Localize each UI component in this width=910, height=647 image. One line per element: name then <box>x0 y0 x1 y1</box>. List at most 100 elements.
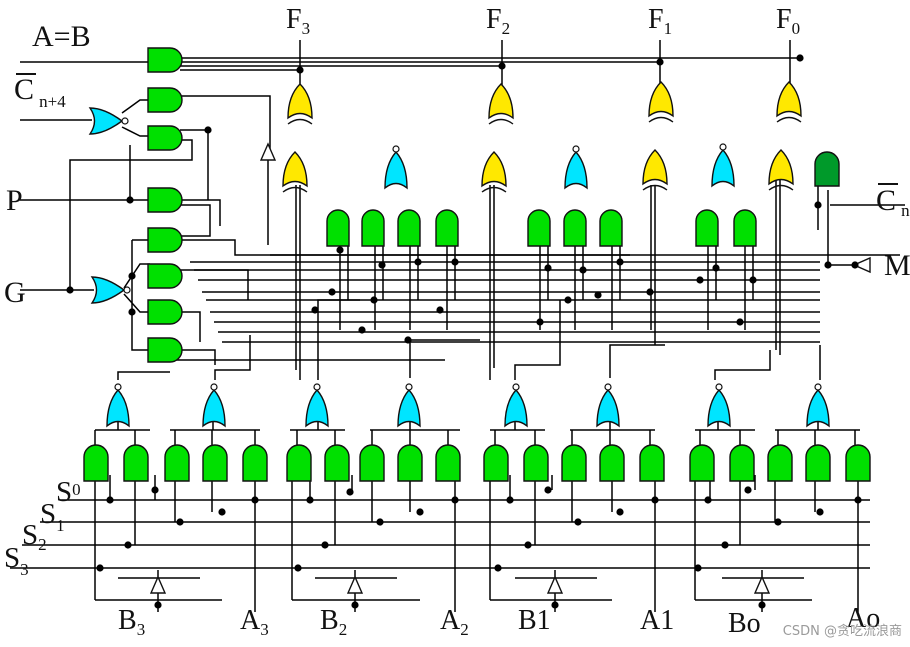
xor-arc <box>768 184 794 191</box>
or-gate <box>768 149 794 186</box>
wire <box>121 126 150 137</box>
buffer-triangle <box>753 575 771 594</box>
label-f0: F0 <box>776 4 801 38</box>
junction-dot <box>544 264 552 272</box>
inversion-bubble <box>512 383 520 391</box>
junction-dot <box>814 201 822 209</box>
or-gate <box>642 149 668 186</box>
buffer-triangle <box>259 142 277 161</box>
label-f2: F2 <box>486 4 511 38</box>
and-gate <box>397 444 423 482</box>
wire <box>214 335 251 380</box>
junction-dot <box>404 336 412 344</box>
nor-gate <box>707 388 731 428</box>
and-gate <box>805 444 831 482</box>
junction-dot <box>506 496 514 504</box>
junction-dot <box>370 296 378 304</box>
buffer-triangle <box>149 575 167 594</box>
wire <box>609 344 665 378</box>
and-gate <box>202 444 228 482</box>
junction-dot <box>524 541 532 549</box>
junction-dot <box>851 261 859 269</box>
inversion-bubble <box>210 383 218 391</box>
or-gate <box>488 83 514 120</box>
wire <box>409 339 480 378</box>
wire <box>131 240 150 351</box>
inversion-bubble <box>715 383 723 391</box>
buffer-triangle <box>346 575 364 594</box>
inversion-bubble <box>604 383 612 391</box>
nor-gate <box>504 388 528 428</box>
nor-gate <box>806 388 830 428</box>
xor-arc <box>481 186 507 193</box>
junctions <box>66 54 862 609</box>
junction-dot <box>311 306 319 314</box>
label-a2: A2 <box>440 605 469 639</box>
or-gate <box>648 81 674 118</box>
label-p: P <box>6 184 23 217</box>
and-gate <box>147 87 183 113</box>
and-gate <box>435 209 459 247</box>
junction-dot <box>816 508 824 516</box>
junction-dot <box>694 564 702 572</box>
inversion-bubble <box>121 117 129 125</box>
and-gate <box>599 444 625 482</box>
junction-dot <box>824 261 832 269</box>
junction-dot <box>721 541 729 549</box>
wire <box>180 269 249 300</box>
xor-arc <box>287 118 313 125</box>
junction-dot <box>296 66 304 74</box>
junction-dot <box>656 58 664 66</box>
junction-dot <box>544 486 552 494</box>
and-gate <box>286 444 312 482</box>
junction-dot <box>218 508 226 516</box>
junction-dot <box>358 326 366 334</box>
and-gate <box>695 209 719 247</box>
buffer-triangle <box>852 256 871 274</box>
junction-dot <box>736 318 744 326</box>
junction-dot <box>416 508 424 516</box>
junction-dot <box>646 288 654 296</box>
wire <box>180 199 221 226</box>
label-f1: F1 <box>648 4 673 38</box>
label-m: M <box>884 249 910 282</box>
junction-dot <box>696 276 704 284</box>
junction-dot <box>128 272 136 280</box>
and-gate <box>563 209 587 247</box>
wire <box>123 263 150 289</box>
junction-dot <box>744 486 752 494</box>
junction-dot <box>854 496 862 504</box>
junction-dot <box>328 288 336 296</box>
label-b3: B3 <box>118 605 146 639</box>
and-gate <box>242 444 268 482</box>
nor-gate <box>397 388 421 428</box>
junction-dot <box>151 486 159 494</box>
junction-dot <box>376 518 384 526</box>
junction-dot <box>128 308 136 316</box>
junction-dot <box>154 601 162 609</box>
xor-arc <box>648 116 674 123</box>
and-gate <box>599 209 623 247</box>
label-g: G <box>4 276 26 309</box>
label-f3: F3 <box>286 4 311 38</box>
wire <box>117 371 170 380</box>
wire <box>714 350 771 380</box>
inversion-bubble <box>114 383 122 391</box>
watermark: CSDN @贪吃流浪商 <box>782 624 902 639</box>
label-s3: S3 <box>4 542 29 579</box>
xor-arc <box>488 118 514 125</box>
junction-dot <box>106 496 114 504</box>
wire <box>123 293 150 313</box>
overline <box>878 183 898 185</box>
wire <box>180 311 201 342</box>
inversion-bubble <box>123 286 131 294</box>
inversion-bubble <box>313 383 321 391</box>
label-b0: Bo <box>728 608 761 639</box>
junction-dot <box>574 518 582 526</box>
inversion-bubble <box>814 383 822 391</box>
inversion-bubble <box>719 143 727 151</box>
label-a1: A1 <box>640 605 675 636</box>
and-gate <box>639 444 665 482</box>
xor-arc <box>282 186 308 193</box>
